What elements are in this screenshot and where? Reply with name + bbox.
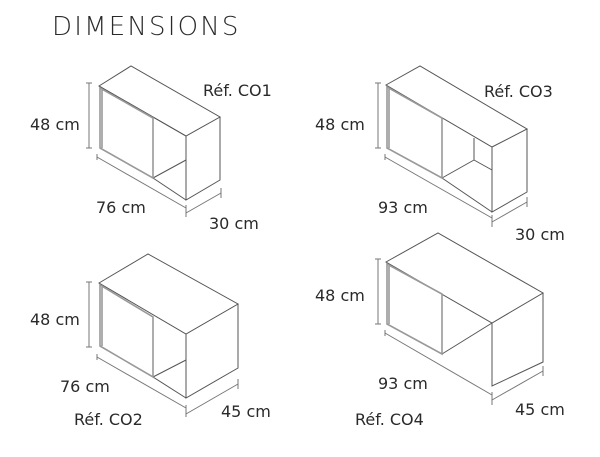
width-label-co4: 93 cm (378, 374, 428, 393)
width-label-co3: 93 cm (378, 198, 428, 217)
ref-label-co3: Réf. CO3 (484, 82, 553, 101)
height-label-co2: 48 cm (30, 310, 80, 329)
depth-label-co4: 45 cm (515, 400, 565, 419)
ref-label-co2: Réf. CO2 (74, 410, 143, 429)
ref-label-co4: Réf. CO4 (355, 410, 424, 429)
width-label-co1: 76 cm (96, 198, 146, 217)
height-label-co1: 48 cm (30, 115, 80, 134)
page-title: DIMENSIONS (52, 12, 241, 42)
cabinet-co1: Réf. CO1 48 cm 76 cm 30 cm (30, 65, 272, 233)
height-label-co3: 48 cm (315, 115, 365, 134)
depth-label-co3: 30 cm (515, 225, 565, 244)
depth-label-co1: 30 cm (209, 214, 259, 233)
depth-label-co2: 45 cm (221, 402, 271, 421)
ref-label-co1: Réf. CO1 (203, 81, 272, 100)
cabinet-co4: 48 cm 93 cm 45 cm Réf. CO4 (315, 232, 565, 429)
cabinet-co2: 48 cm 76 cm 45 cm Réf. CO2 (30, 253, 271, 429)
height-label-co4: 48 cm (315, 286, 365, 305)
width-label-co2: 76 cm (60, 377, 110, 396)
cabinet-co3: Réf. CO3 48 cm 93 cm 30 cm (315, 65, 565, 244)
